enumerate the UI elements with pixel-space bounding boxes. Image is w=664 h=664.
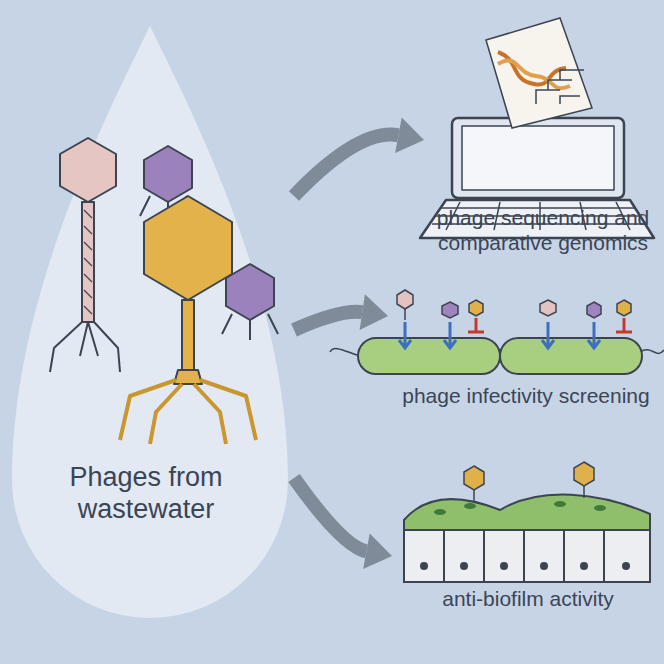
- biofilm-panel: anti-biofilm activity: [396, 452, 660, 622]
- drop-node: Phages from wastewater: [0, 0, 292, 640]
- phage-icons: [397, 290, 631, 320]
- drop-outline: [0, 0, 292, 640]
- arrow-shaft: [294, 478, 366, 551]
- arrow-head: [360, 294, 388, 330]
- arrow-shaft: [294, 135, 398, 196]
- arrow-head: [363, 534, 392, 569]
- node-label: phage infectivity screening: [392, 384, 660, 409]
- screening-panel: phage infectivity screening: [392, 284, 660, 434]
- genome-sheet: [486, 18, 592, 128]
- flow-arrow: [294, 118, 424, 196]
- flow-arrow: [294, 478, 392, 569]
- node-label: phage sequencing and comparative genomic…: [428, 206, 658, 256]
- flow-arrow: [294, 294, 388, 330]
- node-label: anti-biofilm activity: [396, 587, 660, 612]
- genomics-panel: phage sequencing and comparative genomic…: [428, 14, 658, 266]
- node-label: Phages from wastewater: [36, 462, 256, 526]
- arrow-head: [395, 118, 424, 153]
- biofilm-cells: [404, 462, 650, 582]
- bacteria: [330, 318, 664, 374]
- arrow-shaft: [294, 312, 362, 330]
